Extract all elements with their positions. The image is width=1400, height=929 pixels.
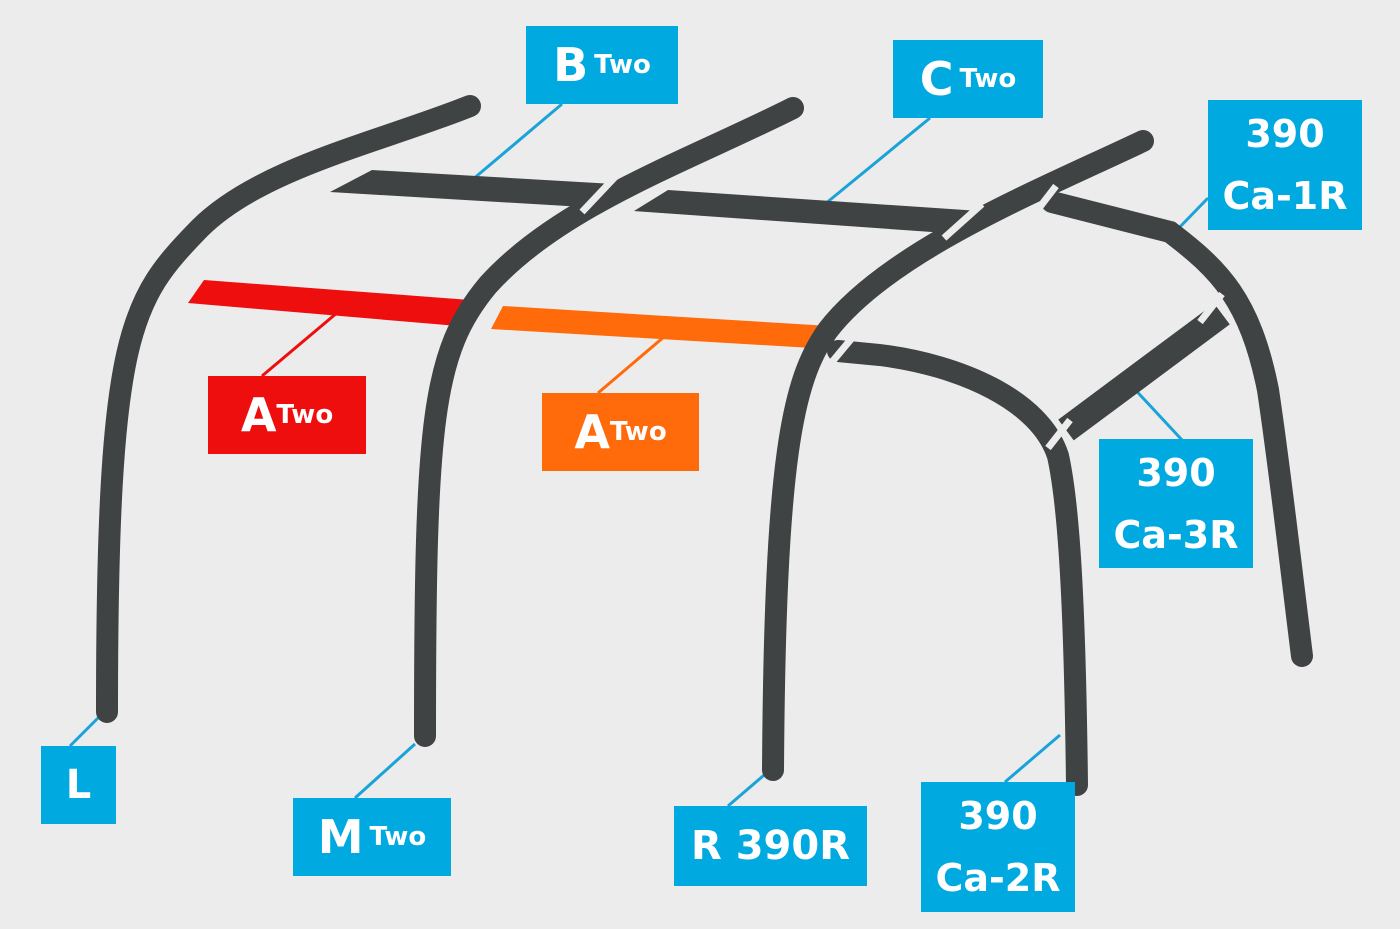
label-b-two: B Two — [526, 26, 678, 104]
label-r-390r-text: R 390R — [690, 823, 851, 869]
label-ca-2r-line2: Ca-2R — [935, 856, 1061, 900]
label-390-ca-3r: 390 Ca-3R — [1099, 439, 1253, 568]
crossbar-c — [634, 190, 980, 233]
leader-a-two-red — [261, 310, 339, 378]
leader-m-two — [353, 742, 417, 800]
label-ca-2r-line1: 390 — [958, 794, 1038, 838]
label-l: L — [41, 746, 116, 824]
label-ca-1r-line2: Ca-1R — [1222, 174, 1348, 218]
leader-r-390r — [727, 768, 771, 808]
crossbar-b — [330, 170, 614, 207]
label-a-two-red: A Two — [208, 376, 366, 454]
label-a-two-orange: A Two — [542, 393, 699, 471]
pole-back — [1041, 191, 1313, 667]
label-l-text: L — [65, 762, 92, 808]
label-m-two-suffix: Two — [369, 822, 427, 852]
label-m-two-letter: M — [317, 810, 364, 864]
pole-r — [762, 130, 1154, 781]
leader-a-two-orange — [597, 334, 666, 395]
pole-m — [414, 97, 804, 747]
crossbar-a-orange — [491, 306, 830, 348]
label-a-two-orange-letter: A — [574, 405, 610, 459]
label-c-two-suffix: Two — [959, 64, 1017, 94]
label-ca-1r-line1: 390 — [1245, 112, 1325, 156]
label-390-ca-2r: 390 Ca-2R — [921, 782, 1075, 912]
leader-l — [68, 716, 100, 748]
leader-b-two — [471, 102, 563, 182]
crossbar-a-red — [188, 280, 470, 326]
leader-c-two — [824, 116, 931, 206]
pole-l — [96, 95, 481, 723]
label-a-two-orange-suffix: Two — [609, 417, 667, 447]
label-a-two-red-letter: A — [240, 388, 277, 442]
label-ca-3r-line2: Ca-3R — [1113, 512, 1239, 557]
pole-ca-2r — [827, 340, 1088, 796]
label-390-ca-1r: 390 Ca-1R — [1208, 100, 1362, 230]
label-a-two-red-suffix: Two — [276, 400, 334, 430]
leader-ca-2r — [1004, 733, 1061, 784]
pole-ca-3r — [1058, 303, 1230, 441]
label-c-two-letter: C — [919, 52, 954, 106]
label-c-two: C Two — [893, 40, 1043, 118]
label-b-two-letter: B — [553, 38, 589, 92]
label-ca-3r-line1: 390 — [1136, 450, 1216, 495]
label-r-390r: R 390R — [674, 806, 867, 886]
label-m-two: M Two — [293, 798, 451, 876]
label-b-two-suffix: Two — [594, 50, 651, 80]
